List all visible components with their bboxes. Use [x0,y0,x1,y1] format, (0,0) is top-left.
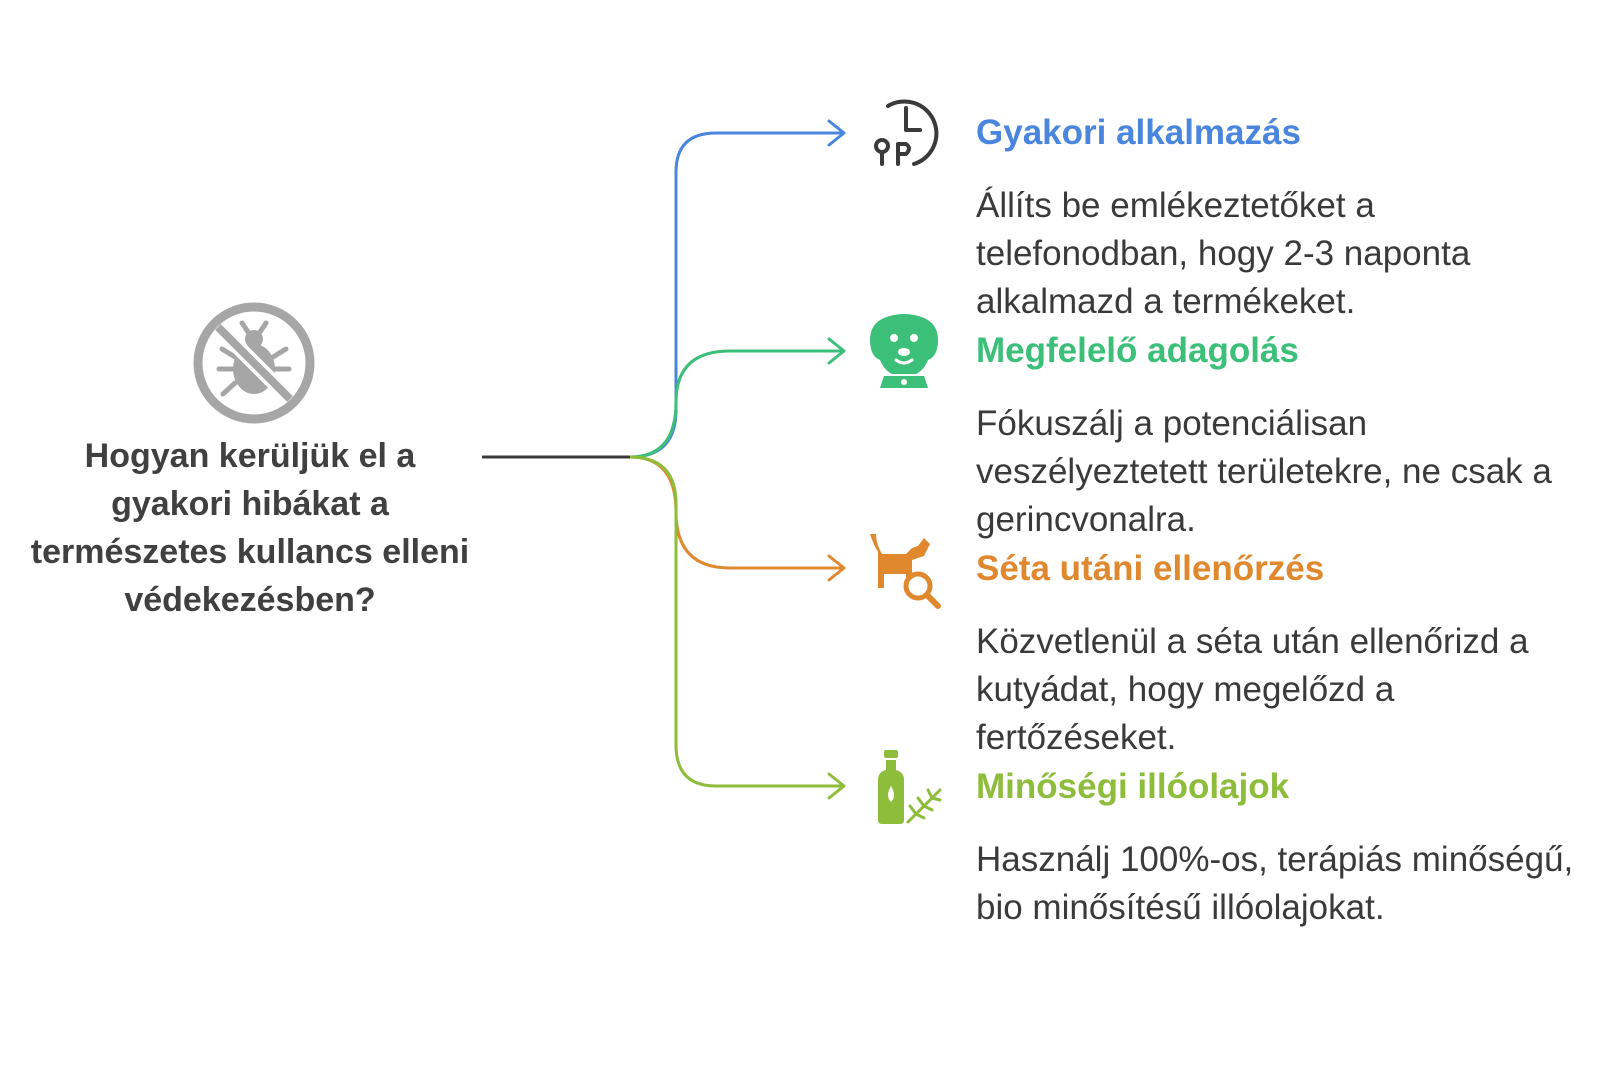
item-desc-2: Fókuszálj a potenciálisan veszélyeztetet… [976,404,1552,539]
dog-icon [870,314,938,388]
branch-line-1 [629,131,844,459]
branch-line-4 [629,455,844,788]
item-desc-3: Közvetlenül a séta után ellenőrizd a kut… [976,622,1529,757]
dog-search-icon [870,534,941,609]
arrowhead-3 [827,554,846,582]
oil-bottle-herb-icon [878,750,942,824]
central-question: Hogyan kerüljük el a gyakori hibákat a t… [30,437,470,619]
item-desc-1: Állíts be emlékeztetőket a telefonodban,… [976,186,1471,321]
item-title-4: Minőségi illóolajok [976,767,1290,806]
arrowhead-2 [827,337,846,365]
arrowhead-4 [827,772,846,800]
branch-line-3 [629,455,844,570]
item-title-2: Megfelelő adagolás [976,331,1299,370]
clock-icon [874,99,939,166]
item-title-1: Gyakori alkalmazás [976,113,1301,152]
item-desc-4: Használj 100%-os, terápiás minőségű, bio… [976,840,1574,927]
no-tick-icon [193,302,315,424]
arrowhead-1 [827,119,846,147]
branch-line-2 [629,349,844,459]
item-title-3: Séta utáni ellenőrzés [976,549,1325,588]
